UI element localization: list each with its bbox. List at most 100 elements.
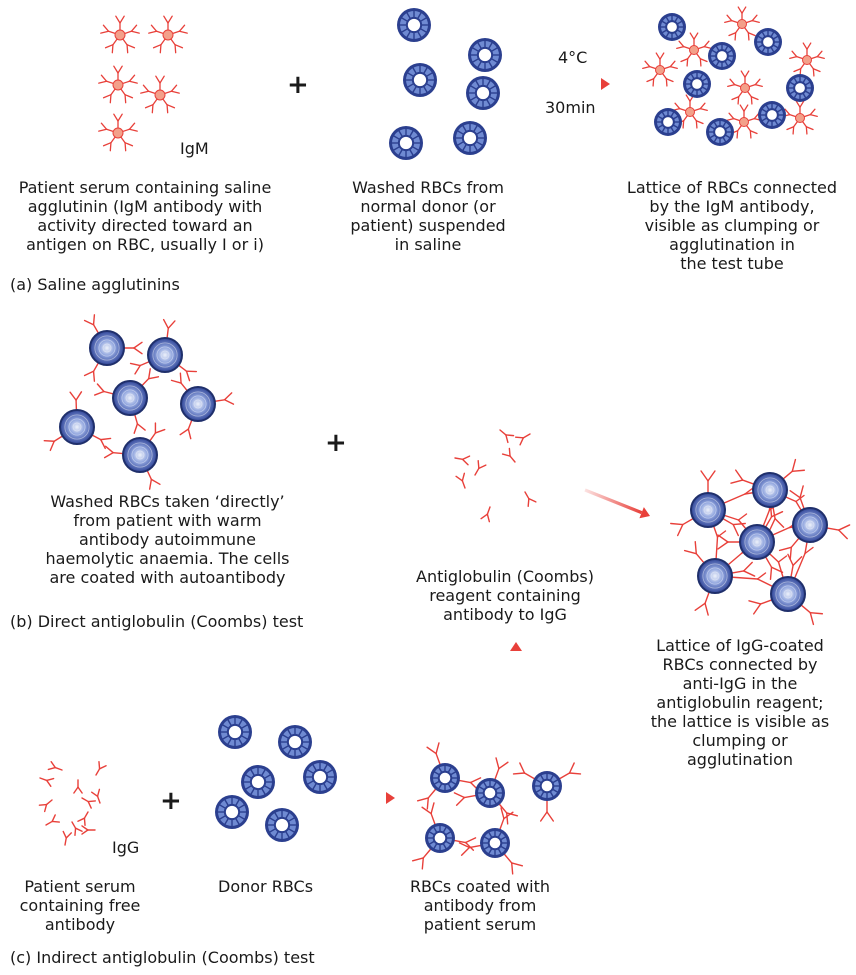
lattice-coated-rbc (771, 577, 805, 611)
autoantibody (147, 470, 160, 489)
arrow-temperature: 4°C (558, 48, 587, 67)
lattice-rbc-cell (683, 70, 711, 98)
coated-rbc-cell (60, 410, 94, 444)
autoantibody (70, 392, 81, 410)
plus-sign-b: + (325, 430, 347, 456)
plus-sign-a: + (287, 72, 309, 98)
igm-antibody (783, 101, 818, 134)
igm-antibody (677, 33, 712, 66)
anti-igg-link (827, 525, 850, 539)
autoantibody (180, 420, 192, 439)
coated-rbc-cell (181, 387, 215, 421)
bound-igg (541, 801, 554, 821)
bound-igg (427, 743, 440, 764)
coated-donor-rbc (480, 828, 510, 858)
igm-antibody (99, 114, 137, 151)
igm-antibody (643, 53, 678, 86)
incubation-arrow (545, 78, 610, 90)
sensitization-arrow (345, 792, 395, 804)
donor-rbc-cell (241, 765, 275, 799)
coated-donor-rbc (475, 778, 505, 808)
anti-igg-link (685, 542, 704, 563)
lattice-rbc-cell (658, 13, 686, 41)
anti-igg-reagent (500, 430, 514, 442)
reagent-arrow (585, 490, 650, 518)
free-igg (48, 762, 62, 770)
autoantibody (95, 384, 114, 395)
anti-igg-link (783, 460, 804, 479)
anti-igg-link (671, 519, 694, 536)
anti-igg-link (701, 471, 715, 493)
autoantibody (134, 414, 145, 433)
bound-igg (413, 849, 431, 868)
plus-sign-c: + (160, 788, 182, 814)
anti-igg-reagent (503, 448, 515, 462)
coated-rbc-cell (123, 438, 157, 472)
bound-igg (495, 758, 508, 779)
free-igg (82, 826, 95, 834)
rbc-cell (397, 8, 431, 42)
bound-igg (454, 793, 475, 805)
anti-igg-reagent (455, 456, 470, 465)
coated-rbc-cell (148, 338, 182, 372)
coated-rbc-cell (113, 381, 147, 415)
bound-igg (505, 854, 523, 873)
rbc-cell (466, 76, 500, 110)
anti-igg-link (718, 535, 740, 549)
caption-b: (b) Direct antiglobulin (Coombs) test (10, 612, 303, 631)
rbc-cell (389, 126, 423, 160)
autoantibody (124, 342, 142, 353)
anti-igg-link (801, 605, 822, 624)
lattice-coated-rbc (793, 508, 827, 542)
autoantibody (164, 320, 175, 339)
lattice-coated-rbc (753, 473, 787, 507)
autoantibody (172, 373, 188, 391)
rbc-cell (468, 38, 502, 72)
coated-donor-rbc (532, 771, 562, 801)
free-igg (72, 822, 82, 835)
free-igg (46, 815, 59, 825)
coated-donor-rbc (430, 763, 460, 793)
igm-antibody (149, 16, 187, 53)
free-igg (74, 780, 82, 793)
anti-igg-link (732, 562, 755, 576)
donor-rbcs-label: Donor RBCs (218, 877, 313, 896)
bound-igg (422, 803, 435, 824)
autoantibody (85, 315, 99, 333)
lattice-rbc-cell (786, 74, 814, 102)
autoantibody (142, 369, 159, 386)
free-igg (96, 762, 106, 775)
caption-c: (c) Indirect antiglobulin (Coombs) test (10, 948, 315, 967)
lattice-coated-rbc (698, 559, 732, 593)
autoantibody (150, 423, 165, 441)
coated-description-b: Washed RBCs taken ‘directly’from patient… (0, 492, 335, 587)
lattice-coated-rbc (691, 493, 725, 527)
lattice-rbc-cell (654, 108, 682, 136)
free-igg (82, 798, 95, 808)
autoantibody (44, 436, 62, 450)
igm-antibody (790, 43, 825, 76)
bound-igg (459, 843, 480, 855)
autoantibody (92, 435, 111, 448)
igm-antibody (728, 71, 763, 104)
donor-rbc-cell (265, 808, 299, 842)
lattice-rbc-cell (758, 101, 786, 129)
rbc-cell (403, 63, 437, 97)
lattice-rbc-cell (754, 28, 782, 56)
anti-igg-link (731, 470, 754, 484)
donor-rbc-cell (215, 795, 249, 829)
lattice-rbc-cell (708, 42, 736, 70)
bound-igg (560, 763, 580, 778)
anti-igg-link (695, 592, 709, 615)
anti-igg-link (749, 600, 772, 614)
lattice-coated-rbc (740, 525, 774, 559)
autoantibody (215, 393, 234, 404)
anti-igg-reagent (456, 473, 465, 488)
